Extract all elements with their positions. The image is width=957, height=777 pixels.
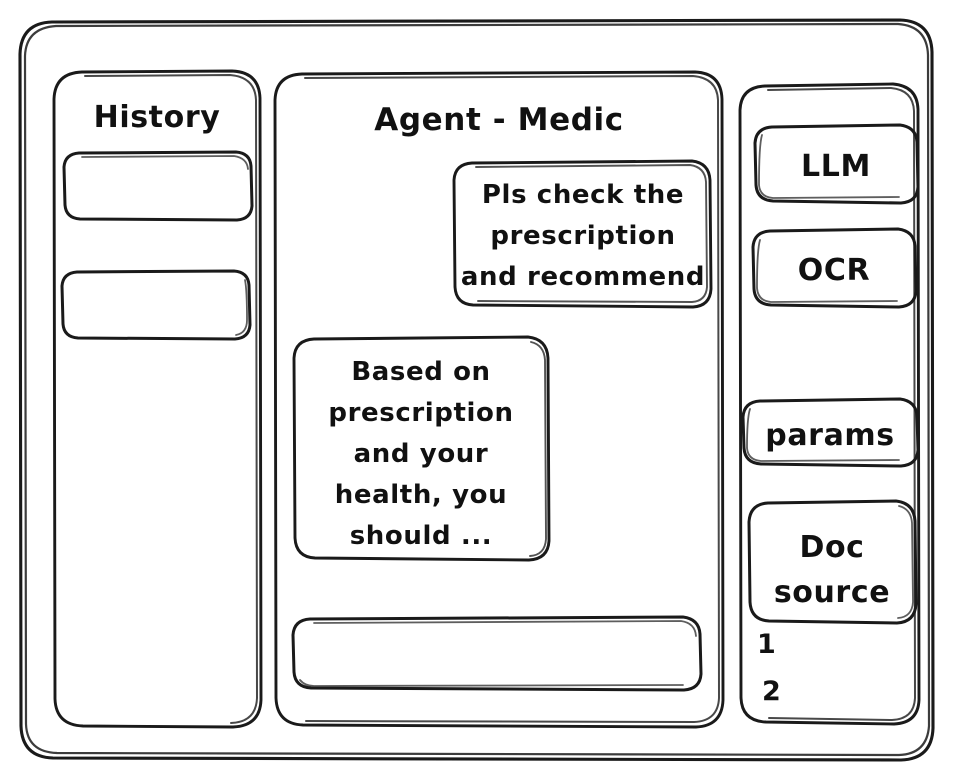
llm-button[interactable]: LLM <box>753 123 920 205</box>
message-assistant-line-5: should ... <box>350 521 493 551</box>
doc-source-line-2: source <box>774 575 890 610</box>
message-user-line-1: Pls check the <box>482 180 684 210</box>
ocr-button[interactable]: OCR <box>751 227 918 309</box>
llm-button-label: LLM <box>801 149 871 184</box>
doc-source-box[interactable]: Doc source <box>747 499 918 625</box>
history-item-1[interactable] <box>62 150 254 222</box>
message-user-line-3: and recommend <box>461 262 705 292</box>
params-button-label: params <box>765 418 894 453</box>
history-panel <box>52 69 263 729</box>
doc-list-item-2-marker: 2 <box>762 676 781 707</box>
message-assistant-line-1: Based on <box>351 357 490 387</box>
doc-source-line-1: Doc <box>799 530 864 565</box>
message-input[interactable] <box>291 615 703 692</box>
message-user-line-2: prescription <box>490 221 675 251</box>
message-bubble-user: Pls check the prescription and recommend <box>452 159 713 309</box>
window-frame <box>18 18 935 762</box>
message-assistant-line-4: health, you <box>335 480 507 510</box>
agent-panel <box>273 70 725 729</box>
message-assistant-line-2: prescription <box>328 398 513 428</box>
params-button[interactable]: params <box>741 397 920 468</box>
agent-title: Agent - Medic <box>374 102 623 138</box>
history-item-2[interactable] <box>60 269 252 341</box>
ocr-button-label: OCR <box>798 253 870 288</box>
message-bubble-assistant: Based on prescription and your health, y… <box>292 335 551 562</box>
doc-list-item-2[interactable]: 2 <box>762 676 781 707</box>
message-assistant-line-3: and your <box>354 439 489 469</box>
history-heading: History <box>94 100 221 135</box>
doc-list-item-1[interactable]: 1 <box>757 629 776 660</box>
doc-list-item-1-marker: 1 <box>757 629 776 660</box>
